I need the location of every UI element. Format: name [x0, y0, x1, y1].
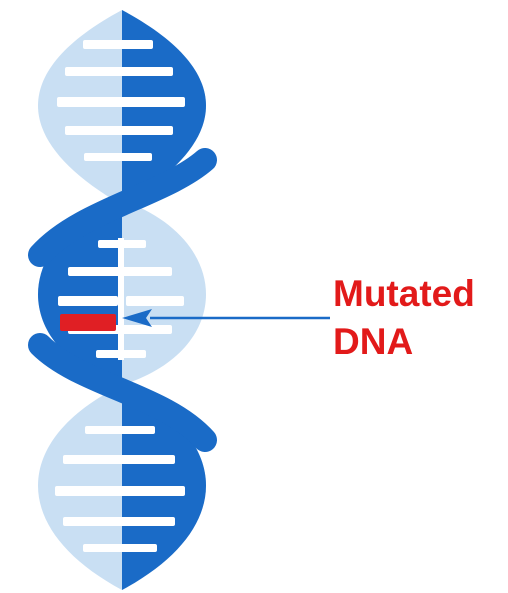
- base-pair-rung: [55, 486, 185, 496]
- mutated-dna-label: Mutated DNA: [333, 270, 503, 366]
- base-pair-rung: [85, 426, 155, 434]
- mutation-highlight: [60, 314, 116, 331]
- base-pair-rung: [57, 97, 185, 107]
- base-pair-rung: [63, 455, 175, 464]
- base-pair-rung-right: [126, 296, 184, 306]
- base-pair-rung: [83, 40, 153, 49]
- base-pair-rung-left: [58, 296, 118, 306]
- base-pair-rung: [63, 517, 175, 526]
- mutated-dna-label-line2: DNA: [333, 318, 503, 366]
- central-axis: [118, 238, 124, 360]
- mutated-dna-label-line1: Mutated: [333, 270, 503, 318]
- base-pair-rung: [84, 153, 152, 161]
- base-pair-rung: [83, 544, 157, 552]
- base-pair-rung: [65, 126, 173, 135]
- base-pair-rung: [65, 67, 173, 76]
